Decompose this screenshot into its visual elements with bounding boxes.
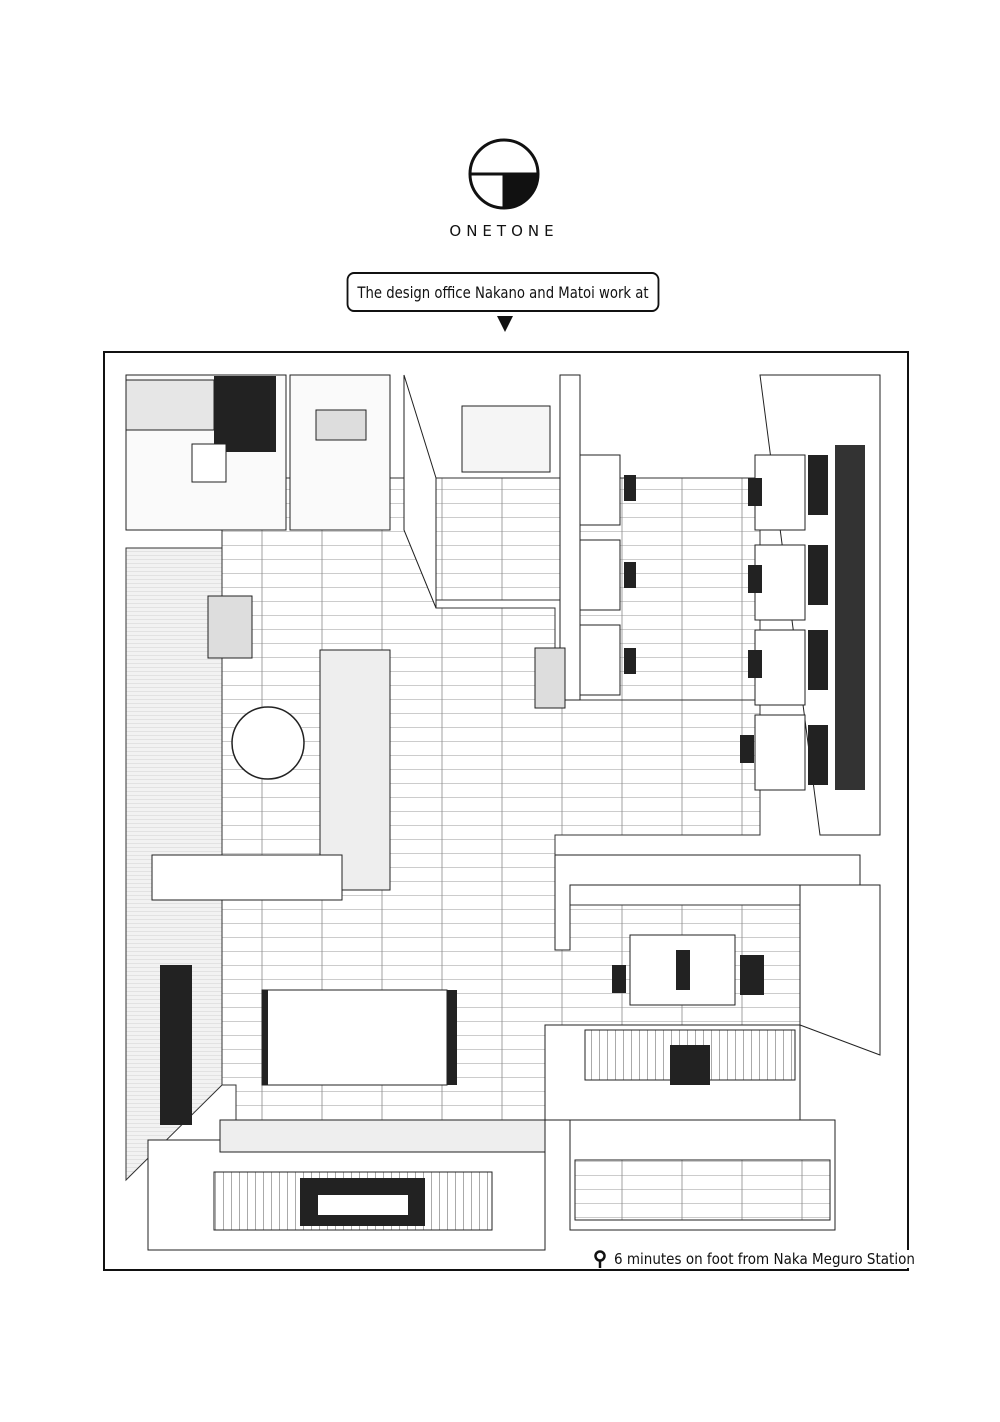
- wall-center: [403, 374, 437, 609]
- location-text: 6 minutes on foot from Naka Meguro Stati…: [614, 1250, 915, 1268]
- fridge: [214, 376, 276, 452]
- cabinet-low: [207, 595, 253, 659]
- cabinet: [125, 379, 215, 431]
- desk-row-left: [579, 454, 636, 696]
- lower-wall: [554, 854, 861, 951]
- caption-text: The design office Nakano and Matoi work …: [357, 282, 649, 302]
- caption-bubble: The design office Nakano and Matoi work …: [346, 272, 660, 312]
- wall-partition: [559, 374, 581, 701]
- storage: [219, 1119, 546, 1153]
- counter: [151, 854, 343, 901]
- sofa: [261, 989, 448, 1086]
- map-pin-icon: [594, 1250, 606, 1268]
- brand-name: ONETONE: [449, 222, 559, 240]
- location-note: 6 minutes on foot from Naka Meguro Stati…: [590, 1250, 953, 1268]
- step-right: [799, 884, 881, 1056]
- bookshelf: [319, 649, 391, 891]
- plant-counter: [534, 647, 566, 709]
- desk-row-right: [740, 445, 865, 791]
- bubble-tail: [497, 316, 513, 332]
- outer-frame: [103, 351, 909, 1271]
- door: [461, 405, 551, 473]
- onetone-logo-icon: [468, 138, 540, 210]
- washroom: [289, 374, 391, 531]
- stove: [191, 443, 227, 483]
- sink-counter: [315, 409, 367, 441]
- entry-floor: [435, 477, 561, 601]
- wall-panel: [160, 965, 192, 1125]
- round-table: [231, 706, 305, 780]
